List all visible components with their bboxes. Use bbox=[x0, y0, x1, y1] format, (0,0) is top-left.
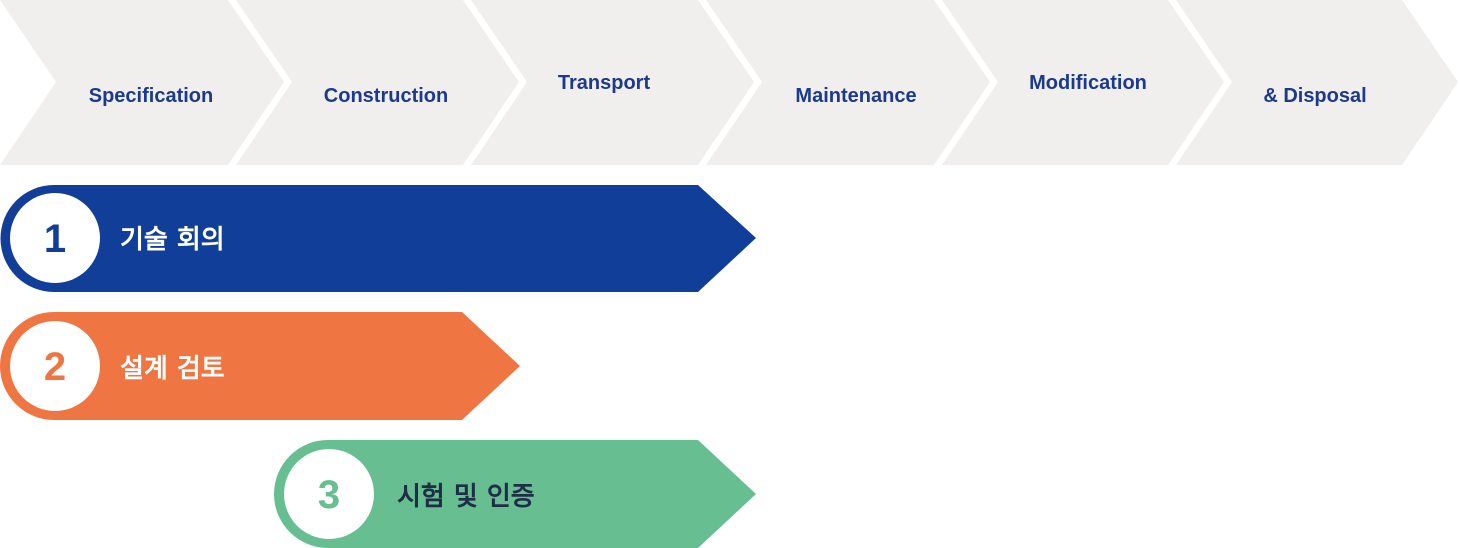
stage-modification-label: Modification bbox=[1029, 72, 1147, 94]
stage-specification: Specification bbox=[0, 0, 284, 165]
step-3-label: 시험 및 인증 bbox=[397, 482, 535, 512]
stage-maintenance-label: Maintenance bbox=[795, 85, 916, 107]
step-1-label: 기술 회의 bbox=[120, 225, 225, 255]
stage-chevrons: Specification Construction Transport Mai… bbox=[0, 0, 1458, 165]
step-2-label: 설계 검토 bbox=[120, 354, 225, 384]
stage-construction-label: Construction bbox=[324, 85, 448, 107]
stage-construction: Construction bbox=[236, 0, 519, 165]
stage-modification: Modification bbox=[942, 0, 1224, 165]
stage-specification-label: Specification bbox=[89, 85, 213, 107]
stage-disposal-label: & Disposal bbox=[1263, 85, 1366, 107]
stage-transport-label: Transport bbox=[558, 72, 651, 94]
step-1-technical-meeting: 1 기술 회의 bbox=[0, 185, 756, 292]
step-2-design-review: 2 설계 검토 bbox=[0, 312, 520, 420]
stage-disposal: & Disposal bbox=[1176, 0, 1458, 165]
step-3-badge bbox=[284, 449, 374, 539]
step-1-number: 1 bbox=[44, 217, 66, 261]
stage-maintenance: Maintenance bbox=[706, 0, 990, 165]
stage-transport: Transport bbox=[471, 0, 754, 165]
step-3-testing-certification: 3 시험 및 인증 bbox=[274, 440, 756, 548]
step-3-number: 3 bbox=[318, 473, 340, 517]
step-2-badge bbox=[10, 321, 100, 411]
step-2-number: 2 bbox=[44, 345, 66, 389]
step-1-badge bbox=[10, 193, 100, 283]
